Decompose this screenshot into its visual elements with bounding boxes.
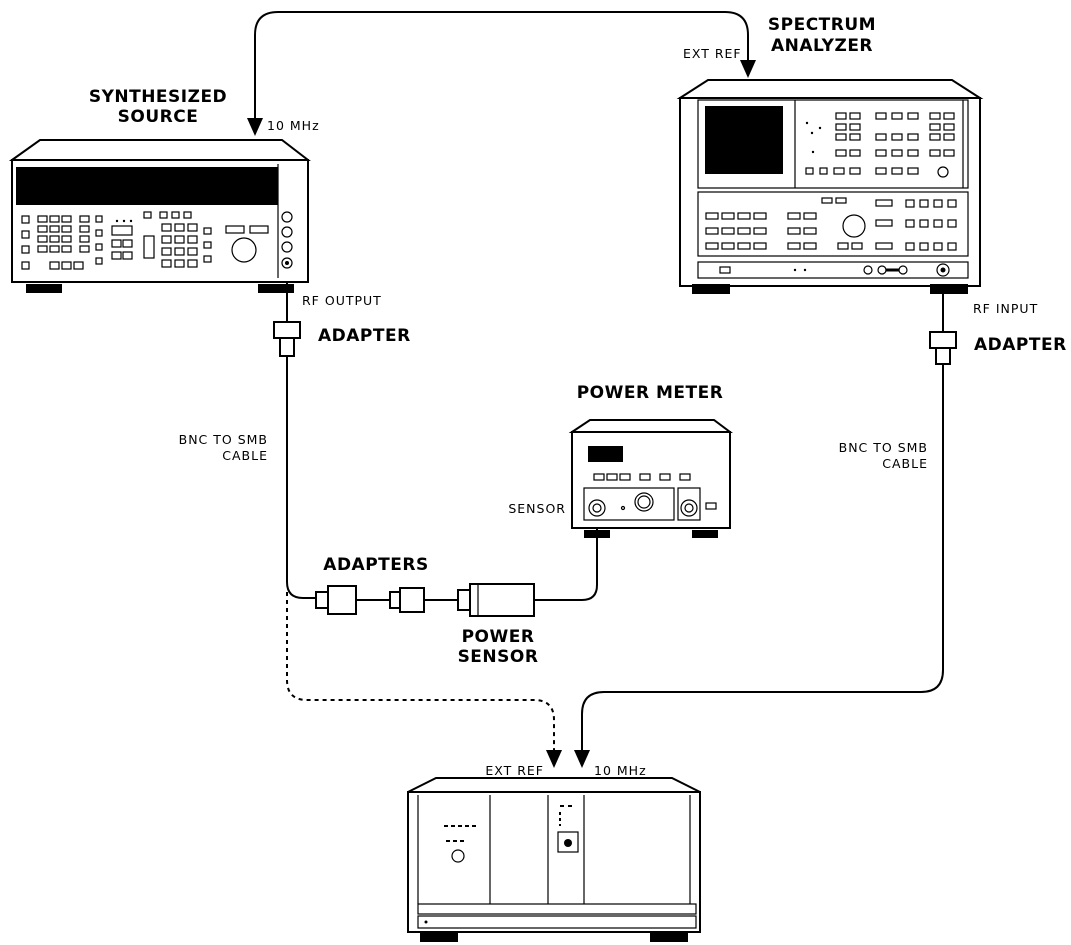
spectrum-analyzer-label-2: ANALYZER: [771, 36, 873, 56]
rf-output-label: RF OUTPUT: [302, 293, 382, 308]
ten-mhz-bottom-label: 10 MHz: [594, 763, 647, 778]
ext-ref-top-label: EXT REF: [683, 46, 742, 61]
power-sensor-label-1: POWER: [462, 627, 535, 647]
arrow-10mhz-bottom: [574, 750, 590, 768]
spectrum-analyzer: [676, 79, 984, 294]
adapter-right-device: [929, 331, 957, 365]
power-meter: [568, 419, 733, 538]
ten-mhz-top-label: 10 MHz: [267, 118, 320, 133]
arrow-ext-ref-analyzer: [740, 60, 756, 78]
bnc-right-label-1: BNC TO SMB: [839, 440, 928, 455]
adapter-right-label: ADAPTER: [974, 335, 1067, 355]
adapters-label: ADAPTERS: [323, 555, 428, 575]
arrow-10mhz-source: [247, 118, 263, 136]
power-sensor-label-2: SENSOR: [458, 647, 539, 667]
bnc-cable-left: [286, 356, 316, 599]
synthesized-source-label-2: SOURCE: [118, 107, 199, 127]
ext-ref-bottom-label: EXT REF: [485, 763, 544, 778]
adapter-left-device: [273, 321, 301, 357]
sensor-label: SENSOR: [508, 501, 566, 516]
arrow-ext-ref-bottom: [546, 750, 562, 768]
device-under-test: [407, 777, 701, 942]
dotted-cable: [286, 592, 555, 750]
spectrum-analyzer-label-1: SPECTRUM: [768, 15, 876, 35]
adapter-left-label: ADAPTER: [318, 326, 411, 346]
adapters-chain: [315, 583, 535, 617]
bnc-left-label-2: CABLE: [222, 448, 268, 463]
bnc-left-label-1: BNC TO SMB: [179, 432, 268, 447]
bnc-cable-right: [581, 364, 944, 750]
power-meter-label: POWER METER: [577, 383, 724, 403]
rf-input-label: RF INPUT: [973, 301, 1038, 316]
sensor-cable: [534, 520, 598, 601]
synthesized-source-label-1: SYNTHESIZED: [89, 87, 227, 107]
bnc-right-label-2: CABLE: [882, 456, 928, 471]
ref-cable-top: [254, 11, 749, 118]
synthesized-source: [8, 139, 311, 293]
